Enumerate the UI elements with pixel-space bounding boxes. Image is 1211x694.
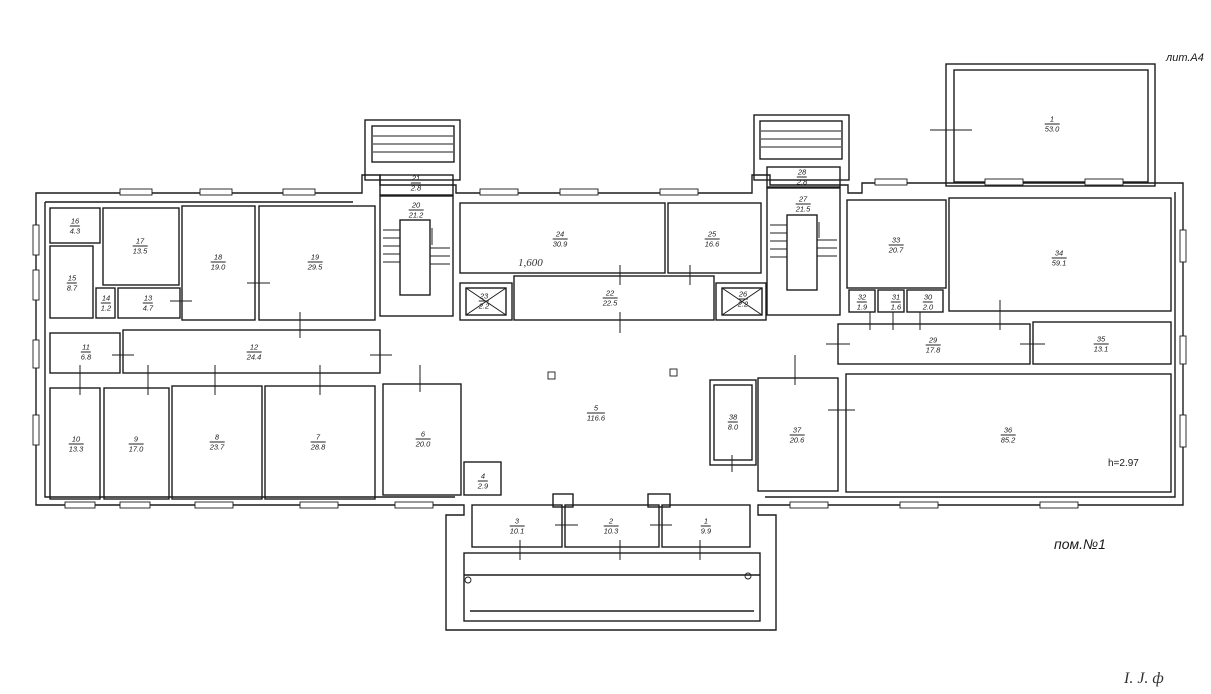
- walls: [35, 63, 1184, 631]
- door-marks: [79, 129, 1045, 560]
- letter-label: лит.А4: [1166, 52, 1204, 64]
- floor-label: пом.№1: [1054, 536, 1106, 552]
- ceiling-height-label: h=2.97: [1108, 458, 1139, 469]
- stair-treads: [373, 130, 841, 316]
- windows: [32, 178, 1187, 509]
- column-marks: [464, 368, 752, 584]
- handwritten-note: 1,600: [518, 257, 543, 269]
- handwritten-signature: I. J. ф: [1124, 670, 1164, 687]
